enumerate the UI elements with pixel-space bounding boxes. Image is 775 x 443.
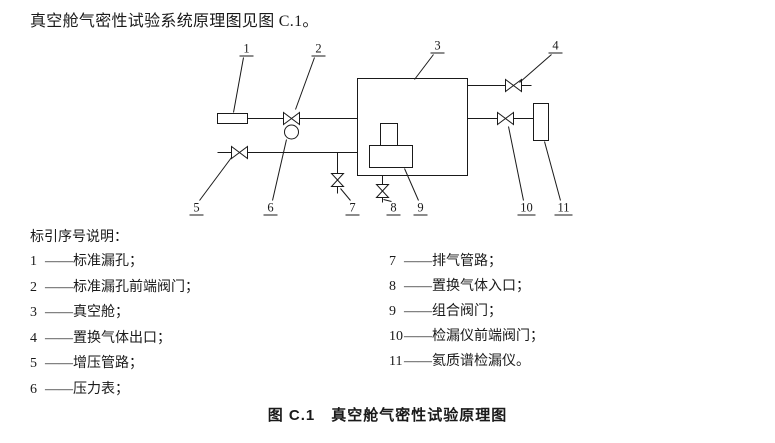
legend-item-9: 9 ——组合阀门； (389, 299, 544, 324)
callout-number-7: 7 (349, 201, 355, 215)
leader-line-10 (508, 126, 524, 201)
legend-item-10: 10——检漏仪前端阀门； (389, 324, 544, 349)
leader-line-9 (404, 168, 419, 201)
leader-line-2 (295, 57, 315, 110)
pressure-gauge-symbol (284, 124, 299, 140)
legend-item-3: 3 ——真空舱； (30, 300, 199, 326)
legend-item-11: 11——氦质谱检漏仪。 (389, 349, 544, 374)
combination-valve-symbol (369, 123, 413, 168)
legend-item-number: 3 (30, 305, 37, 320)
legend-item-text: ——检漏仪前端阀门； (404, 329, 544, 344)
standard-leak-valve-symbol (283, 111, 300, 126)
legend-column-right: 7 ——排气管路； 8 ——置换气体入口； 9 ——组合阀门； 10——检漏仪前端阀门… (389, 249, 544, 374)
legend-item-number: 5 (30, 356, 37, 371)
intro-text: 真空舱气密性试验系统原理图见图 C.1。 (30, 13, 319, 30)
callout-number-2: 2 (315, 42, 321, 56)
legend-item-number: 7 (389, 254, 396, 269)
callout-number-11: 11 (557, 201, 569, 215)
callout-number-5: 5 (193, 201, 199, 215)
schematic-diagram: 1 2 3 4 5 6 7 8 9 10 11 (189, 39, 573, 216)
legend-item-number: 10 (389, 329, 403, 344)
legend-item-2: 2 ——标准漏孔前端阀门； (30, 275, 199, 301)
legend-item-8: 8 ——置换气体入口； (389, 274, 544, 299)
legend-item-number: 11 (389, 354, 403, 369)
legend-item-number: 8 (389, 279, 396, 294)
leak-detector-valve-symbol (497, 111, 514, 126)
legend-item-text: ——氦质谱检漏仪。 (404, 354, 530, 369)
leader-line-7 (340, 188, 351, 201)
exhaust-valve-symbol (330, 173, 345, 187)
legend-item-number: 6 (30, 381, 37, 397)
legend-item-text: ——标准漏孔； (45, 254, 143, 269)
legend-item-number: 1 (30, 254, 37, 269)
legend-item-text: ——置换气体出口； (45, 330, 171, 346)
leader-line-5 (199, 157, 232, 201)
legend-column-left: 1 ——标准漏孔； 2 ——标准漏孔前端阀门； 3 ——真空舱； 4 ——置换气体出口；… (30, 249, 199, 402)
leader-line-1 (233, 57, 244, 113)
leader-line-11 (544, 141, 561, 201)
callout-number-10: 10 (520, 201, 533, 215)
legend-header: 标引序号说明： (30, 230, 128, 245)
callout-number-3: 3 (434, 39, 440, 53)
legend-item-1: 1 ——标准漏孔； (30, 249, 199, 275)
legend-item-text: ——增压管路； (45, 356, 143, 371)
pressurization-valve-symbol (231, 145, 248, 160)
legend-item-6: 6 ——压力表； (30, 377, 199, 403)
legend-item-text: ——组合阀门； (404, 304, 502, 319)
leader-line-6 (272, 139, 287, 201)
leader-line-8 (383, 199, 392, 202)
legend-item-number: 2 (30, 279, 37, 295)
legend-item-text: ——压力表； (45, 381, 129, 397)
legend-item-4: 4 ——置换气体出口； (30, 326, 199, 352)
callout-number-4: 4 (552, 39, 559, 53)
gas-inlet-valve-symbol (375, 184, 390, 198)
legend-item-7: 7 ——排气管路； (389, 249, 544, 274)
legend-item-text: ——真空舱； (45, 305, 129, 320)
callout-number-8: 8 (390, 201, 396, 215)
standard-leak-symbol (217, 113, 248, 124)
legend-item-number: 9 (389, 304, 396, 319)
legend-item-text: ——排气管路； (404, 254, 502, 269)
callout-number-9: 9 (417, 201, 423, 215)
gas-outlet-valve-symbol (505, 78, 522, 93)
callout-number-6: 6 (267, 201, 273, 215)
legend-item-text: ——置换气体入口； (404, 279, 530, 294)
callout-number-1: 1 (243, 42, 249, 56)
leader-line-4 (519, 54, 552, 83)
legend-item-number: 4 (30, 330, 37, 346)
legend-item-5: 5 ——增压管路； (30, 351, 199, 377)
leak-detector-symbol (533, 103, 549, 141)
figure-caption: 图 C.1 真空舱气密性试验原理图 (267, 407, 508, 424)
legend-item-text: ——标准漏孔前端阀门； (45, 279, 199, 295)
leader-line-3 (414, 54, 434, 80)
